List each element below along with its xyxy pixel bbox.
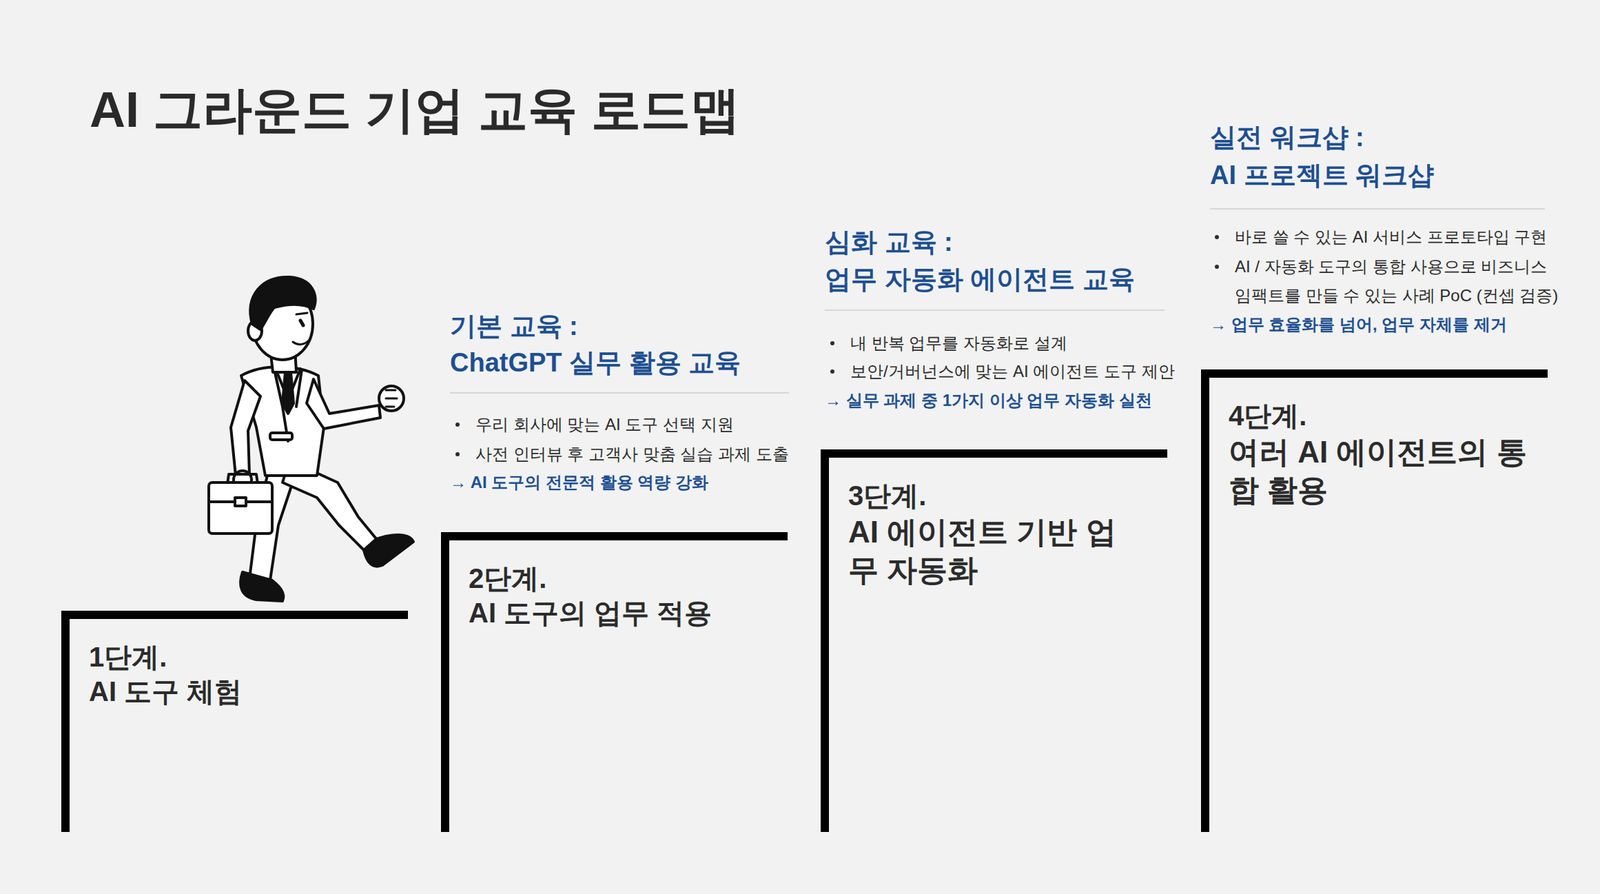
separator-line <box>1209 208 1545 210</box>
step-title: 여러 AI 에이전트의 통합 활용 <box>1228 432 1532 509</box>
result-note: → 업무 효율화를 넘어, 업무 자체를 제거 <box>1209 310 1507 340</box>
back-arm <box>230 380 261 476</box>
separator-line <box>449 392 789 394</box>
brow <box>296 312 308 315</box>
page-title: AI 그라운드 기업 교육 로드맵 <box>89 77 741 143</box>
briefcase-lock <box>234 497 246 506</box>
eye <box>300 320 304 326</box>
bullet-text: 바로 쓸 수 있는 AI 서비스 프로토타입 구현 <box>1234 222 1547 252</box>
result-note: → AI 도구의 전문적 활용 역량 강화 <box>449 467 709 497</box>
step-box: 3단계.AI 에이전트 기반 업무 자동화 <box>820 449 1168 832</box>
section-heading: AI 프로젝트 워크샵 <box>1209 158 1434 193</box>
section-heading: 실전 워크샵 : <box>1209 120 1365 155</box>
front-arm <box>306 378 381 429</box>
front-shoe <box>363 534 414 567</box>
step-title: AI 에이전트 기반 업무 자동화 <box>848 512 1137 589</box>
bullet-text: AI / 자동화 도구의 통합 사용으로 비즈니스 임팩트를 만들 수 있는 사… <box>1234 252 1566 311</box>
bullet-text: 사전 인터뷰 후 고객사 맞춤 실습 과제 도출 <box>475 439 789 469</box>
bullet-dot <box>830 341 835 346</box>
step-box: 2단계.AI 도구의 업무 적용 <box>440 531 788 832</box>
result-note: → 실무 과제 중 1가지 이상 업무 자동화 실천 <box>824 385 1153 415</box>
step-box: 4단계.여러 AI 에이전트의 통합 활용 <box>1201 369 1548 832</box>
step-title: AI 도구 체험 <box>88 673 408 709</box>
fist <box>378 385 404 411</box>
section-heading: ChatGPT 실무 활용 교육 <box>449 345 741 380</box>
section-heading: 심화 교육 : <box>824 225 953 260</box>
bullet-dot <box>830 369 835 374</box>
section-heading: 기본 교육 : <box>449 309 579 344</box>
businessman-illustration <box>208 277 414 601</box>
bullet-dot <box>455 452 460 457</box>
lapel <box>274 369 302 441</box>
pocket <box>270 432 293 440</box>
mouth <box>292 340 309 345</box>
bullet-dot <box>1214 264 1219 269</box>
section-heading: 업무 자동화 에이전트 교육 <box>824 262 1135 297</box>
bullet-text: 내 반복 업무를 자동화로 설계 <box>850 328 1068 358</box>
step-number: 4단계. <box>1228 398 1548 433</box>
bullet-text: 보안/거버넌스에 맞는 AI 에이전트 도구 제안 <box>850 356 1175 386</box>
fist-fingers <box>385 390 397 407</box>
briefcase <box>208 482 273 534</box>
bullet-text: 우리 회사에 맞는 AI 도구 선택 지원 <box>475 409 734 439</box>
step-box: 1단계.AI 도구 체험 <box>61 610 408 832</box>
tie <box>282 372 294 414</box>
step-title: AI 도구의 업무 적용 <box>468 595 788 630</box>
separator-line <box>824 309 1165 311</box>
step-number: 3단계. <box>848 478 1168 513</box>
step-number: 1단계. <box>88 639 408 674</box>
bullet-dot <box>1214 234 1219 240</box>
hair <box>250 277 315 330</box>
bullet-dot <box>455 422 460 427</box>
step-number: 2단계. <box>468 560 788 596</box>
back-shoe <box>240 571 284 601</box>
